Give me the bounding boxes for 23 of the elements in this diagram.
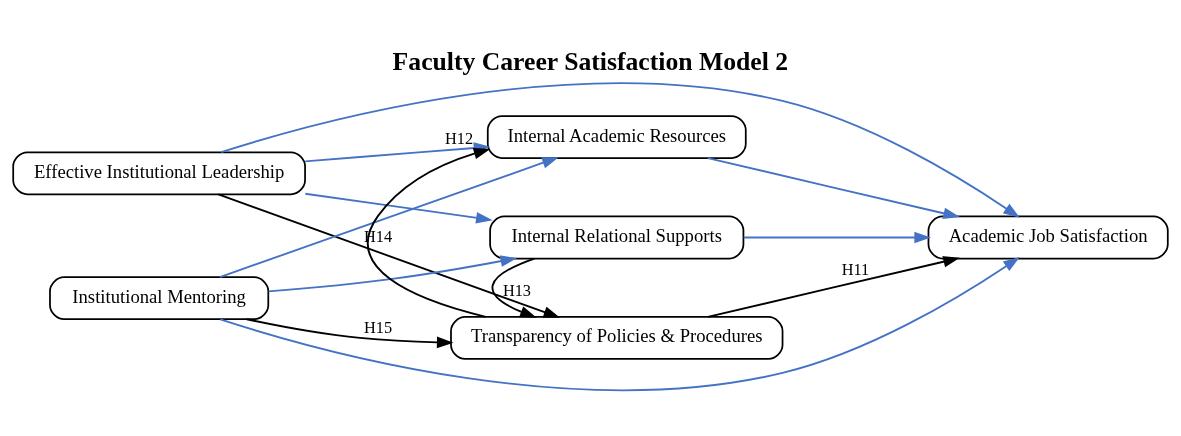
edge-label: H13 [502,280,531,300]
arrow [267,255,518,293]
arrow [742,231,931,244]
arrow [220,82,1020,218]
arrow [366,147,491,318]
diagram-title: Faculty Career Satisfaction Model 2 [392,46,789,76]
arrow [491,257,537,318]
node-box: Effective Institutional Leadership [12,151,306,196]
edge-label: H15 [363,318,393,338]
arrow [245,318,454,349]
edge-label: H12 [444,129,474,149]
arrow [304,192,493,224]
arrow [706,157,960,219]
node-box: Internal Academic Resources [486,115,747,159]
node-box: Institutional Mentoring [49,276,270,321]
arrow [219,257,1020,392]
node-box: Academic Job Satisfaction [927,215,1169,260]
arrow [706,256,960,318]
node-box: Internal Relational Supports [489,215,745,260]
arrow [218,157,559,279]
edge-label: H11 [841,260,870,280]
node-box: Transparency of Policies & Procedures [450,316,784,360]
arrow [217,193,561,318]
